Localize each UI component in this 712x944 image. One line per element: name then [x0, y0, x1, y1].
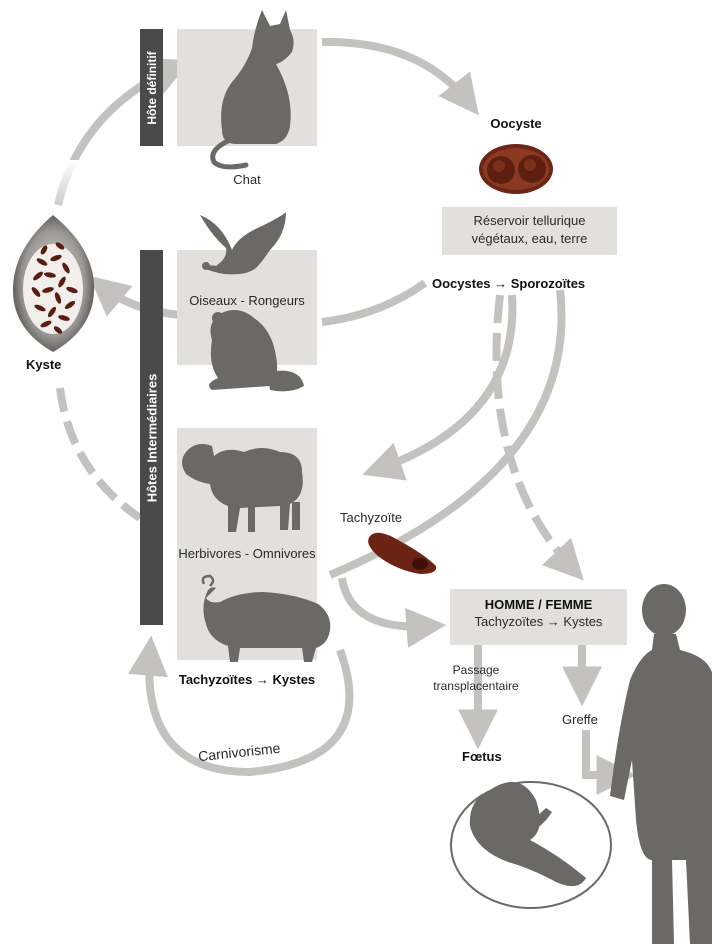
- tachyzoites-kystes-right-label: Tachyzoïtes → Kystes: [450, 614, 627, 629]
- kyste-label: Kyste: [26, 357, 61, 372]
- arrow-reservoir-to-tachyzoite: [376, 295, 512, 470]
- cyst-icon: [13, 160, 94, 352]
- reservoir-line2: végétaux, eau, terre: [442, 231, 617, 246]
- reservoir-line1: Réservoir tellurique: [442, 213, 617, 228]
- arrow-herbivores-to-homme: [342, 578, 432, 627]
- tachyzoite-label: Tachyzoïte: [340, 510, 402, 525]
- passage-line1: Passage: [420, 663, 532, 677]
- oiseaux-rongeurs-label: Oiseaux - Rongeurs: [177, 293, 317, 308]
- greffe-label: Greffe: [562, 712, 598, 727]
- oocyst-icon: [479, 144, 553, 194]
- oocystes-sporozoites-label: Oocystes → Sporozoïtes: [432, 276, 585, 291]
- arrow-cyst-to-herbivores: [60, 388, 140, 518]
- passage-line2: transplacentaire: [420, 679, 532, 693]
- foetus-label: Fœtus: [462, 749, 502, 764]
- tachyzoites-kystes-left-label: Tachyzoïtes → Kystes: [152, 672, 342, 687]
- homme-femme-label: HOMME / FEMME: [450, 597, 627, 612]
- hote-definitif-label: Hôte définitif: [145, 51, 159, 124]
- herbivores-omnivores-label: Herbivores - Omnivores: [170, 546, 324, 561]
- fetus-icon: [451, 782, 611, 908]
- arrow-cat-to-oocyst: [322, 42, 470, 104]
- hotes-intermediaires-band: Hôtes Intermédiaires: [140, 250, 163, 625]
- arrow-reservoir-to-birds: [322, 283, 425, 322]
- hote-definitif-band: Hôte définitif: [140, 29, 163, 146]
- oocyste-label: Oocyste: [476, 116, 556, 131]
- hotes-intermediaires-label: Hôtes Intermédiaires: [144, 373, 159, 502]
- chat-label: Chat: [177, 172, 317, 187]
